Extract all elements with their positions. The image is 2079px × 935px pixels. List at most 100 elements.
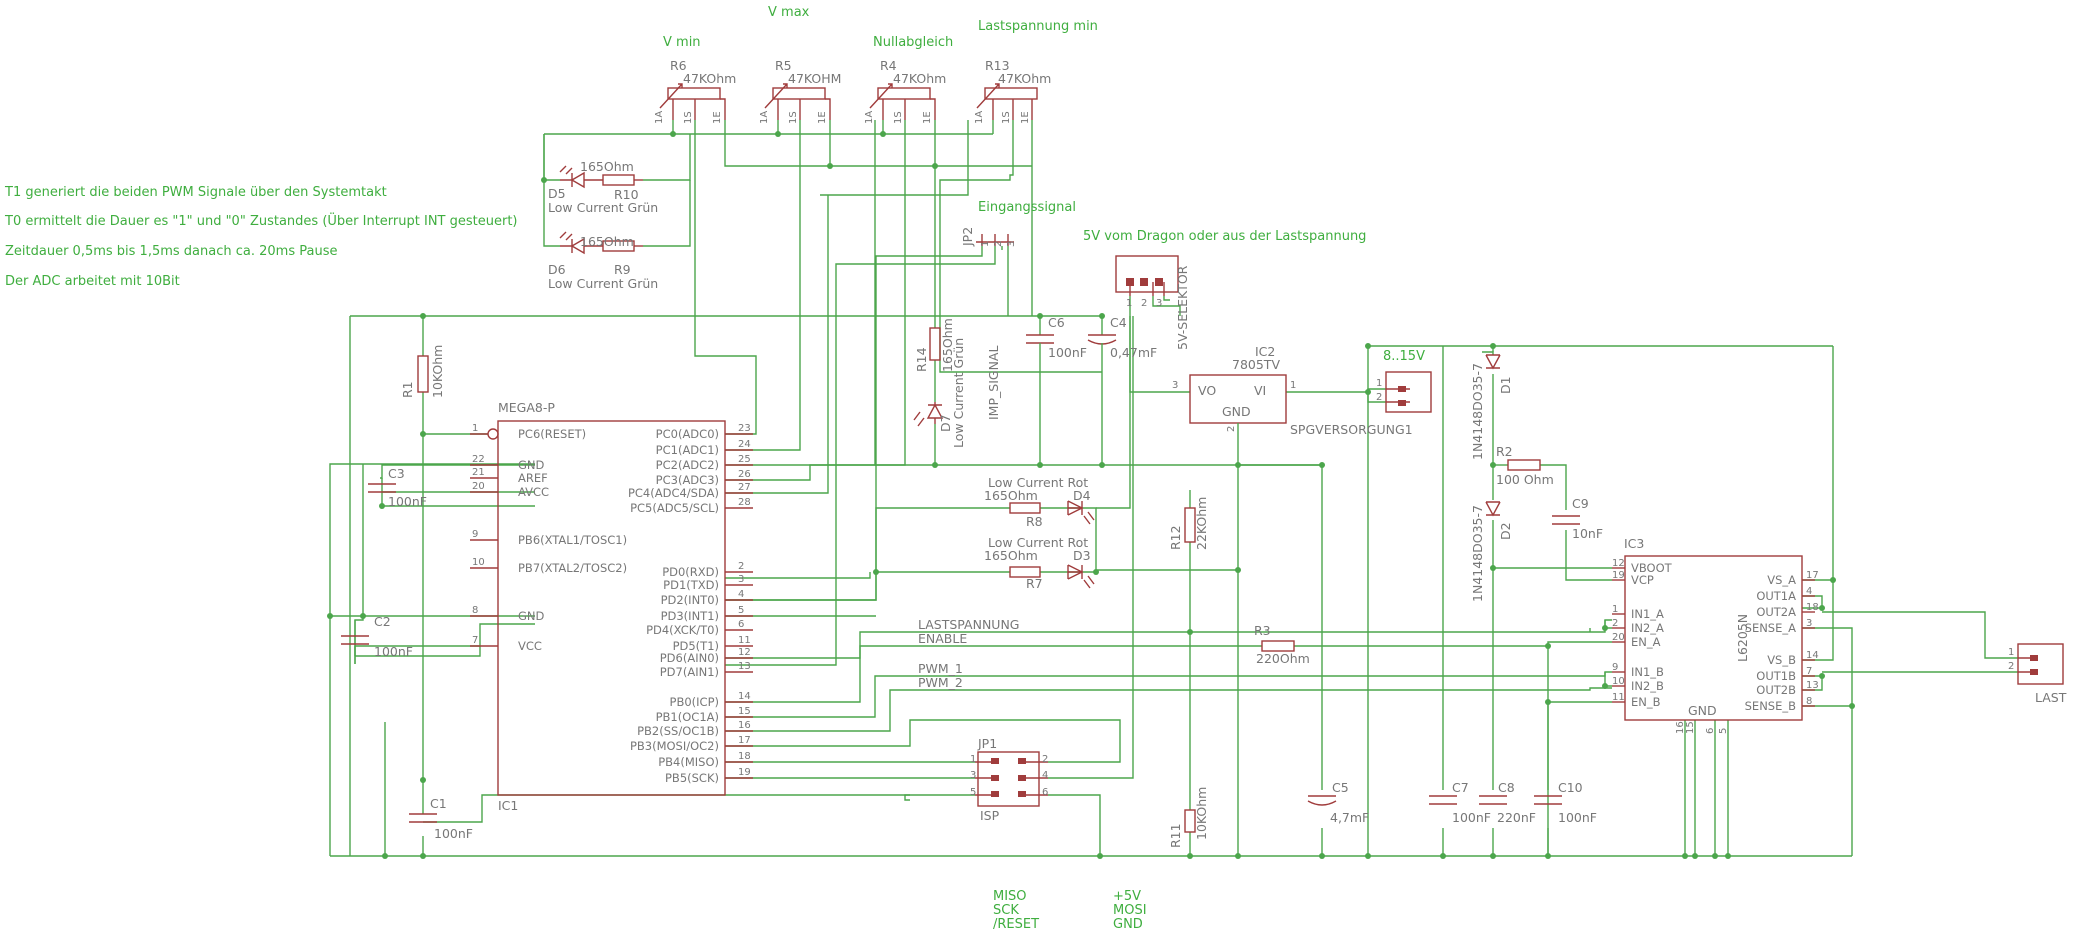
- svg-text:3: 3: [1156, 298, 1162, 309]
- diode-d1: 1N4148DO35-7 D1: [1470, 354, 1513, 460]
- jp2-name: JP2: [960, 227, 975, 247]
- note-duration: Zeitdauer 0,5ms bis 1,5ms danach ca. 20m…: [5, 244, 337, 259]
- label-selector-note: 5V vom Dragon oder aus der Lastspannung: [1083, 229, 1366, 244]
- c1-name: C1: [430, 796, 447, 811]
- ic1-pin-number: 17: [738, 735, 751, 746]
- ic1-pin-label: VCC: [518, 639, 542, 653]
- isp-gnd: GND: [1113, 917, 1143, 932]
- diode-d2: 1N4148DO35-7 D2: [1470, 501, 1513, 602]
- led-d3-r7: Low Current Rot 165Ohm R7 D3: [984, 535, 1095, 591]
- ic3-pin-number: 18: [1806, 602, 1819, 613]
- ic3-pin-number: 9: [1612, 662, 1618, 673]
- resistor-r1: R1 10KOhm: [400, 345, 445, 398]
- label-lastspannung-min: Lastspannung min: [978, 19, 1098, 34]
- svg-text:1S: 1S: [788, 111, 799, 124]
- resistor-r11: R11 10KOhm: [1168, 787, 1209, 848]
- d3-value: Low Current Rot: [988, 535, 1088, 550]
- ic1-right-pins: 23PC0(ADC0)24PC1(ADC1)25PC2(ADC2)26PC3(A…: [628, 423, 753, 785]
- ic1-pin-number: 26: [738, 469, 751, 480]
- c3-name: C3: [388, 466, 405, 481]
- isp-sck: SCK: [993, 903, 1019, 918]
- potentiometer-r5: R5 47KOHM 1A 1S 1E: [759, 58, 841, 124]
- r14-value: 165Ohm: [940, 318, 955, 372]
- svg-text:2: 2: [1141, 298, 1147, 309]
- ic1-pin-label: PB3(MOSI/OC2): [630, 739, 719, 753]
- ic3-pin-number: 11: [1612, 692, 1625, 703]
- junctions: [327, 131, 1855, 859]
- ic3-pin-number: 20: [1612, 632, 1625, 643]
- r7-name: R7: [1026, 576, 1043, 591]
- r8-value: 165Ohm: [984, 488, 1038, 503]
- ic3-pin-label: OUT1B: [1756, 669, 1796, 683]
- net-pwm2: PWM_2: [918, 675, 963, 690]
- ic1-pin-label: PB1(OC1A): [656, 710, 719, 724]
- svg-text:1S: 1S: [893, 111, 904, 124]
- d6-name: D6: [548, 262, 566, 277]
- ic3-pin-label: VCP: [1631, 573, 1654, 587]
- c9-value: 10nF: [1572, 526, 1603, 541]
- ic3-gnd-pin-number: 16: [1675, 721, 1686, 734]
- capacitor-c5: C5 4,7mF: [1307, 780, 1369, 825]
- d5-name: D5: [548, 186, 566, 201]
- ic3-pin-number: 3: [1806, 618, 1812, 629]
- svg-text:2: 2: [1042, 754, 1048, 765]
- ic3-pin-number: 13: [1806, 680, 1819, 691]
- ic3-pin-label: VS_B: [1767, 653, 1796, 667]
- r10-value: 165Ohm: [580, 159, 634, 174]
- ic3-gnd: GND: [1688, 703, 1717, 718]
- net-lastspannung: LASTSPANNUNG: [918, 617, 1019, 632]
- ic3-pin-label: SENSE_B: [1745, 699, 1796, 713]
- r6-value: 47KOhm: [683, 71, 736, 86]
- d4-name: D4: [1073, 488, 1091, 503]
- d2-value: 1N4148DO35-7: [1470, 505, 1485, 602]
- ic1-pin-number: 5: [738, 605, 744, 616]
- ic1-pin-label: PD5(T1): [673, 639, 719, 653]
- label-eingangssignal: Eingangssignal: [978, 200, 1076, 215]
- resistor-r3: R3 220Ohm: [1254, 623, 1310, 666]
- c5-name: C5: [1332, 780, 1349, 795]
- svg-text:6: 6: [1042, 787, 1048, 798]
- supply-name: SPGVERSORGUNG1: [1290, 422, 1413, 437]
- ic1-pin-label: PC6(RESET): [518, 427, 586, 441]
- ic1-pin-label: PC3(ADC3): [656, 473, 719, 487]
- ic1-pin-number: 11: [738, 635, 751, 646]
- ic3-pin-label: EN_A: [1631, 635, 1661, 649]
- ic1-pin-number: 6: [738, 619, 744, 630]
- net-pwm1: PWM_1: [918, 661, 963, 676]
- ic1-pin-number: 4: [738, 589, 744, 600]
- net-labels: LASTSPANNUNG ENABLE PWM_1 PWM_2: [918, 617, 1019, 690]
- ic3-gnd-pin-number: 6: [1705, 728, 1716, 734]
- r1-value: 10KOhm: [430, 345, 445, 398]
- r7-value: 165Ohm: [984, 548, 1038, 563]
- resistor-r12: R12 22KOhm: [1168, 497, 1209, 550]
- d2-name: D2: [1498, 522, 1513, 540]
- note-t0: T0 ermittelt die Dauer es "1" und "0" Zu…: [4, 212, 517, 229]
- r3-value: 220Ohm: [1256, 651, 1310, 666]
- ic3-gnd-pin-number: 15: [1685, 721, 1696, 734]
- ic1-pin-label: PD7(AIN1): [660, 665, 719, 679]
- c8-name: C8: [1498, 780, 1515, 795]
- svg-text:1A: 1A: [974, 111, 985, 124]
- ic1-pin-label: PB6(XTAL1/TOSC1): [518, 533, 627, 547]
- selector-name: 5V-SELEKTOR: [1175, 265, 1190, 350]
- ic1-pin-number: 16: [738, 720, 751, 731]
- svg-text:1: 1: [2008, 647, 2014, 658]
- r9-value: 165Ohm: [580, 234, 634, 249]
- r1-name: R1: [400, 381, 415, 398]
- ic1-pin-number: 10: [472, 557, 485, 568]
- ic1-pin-label: PC5(ADC5/SCL): [630, 501, 719, 515]
- wires: [329, 120, 2018, 857]
- r13-value: 47KOhm: [998, 71, 1051, 86]
- resistor-r14-led-d7: R14 165Ohm D7 Low Current Grün: [913, 318, 966, 448]
- svg-text:1: 1: [1376, 378, 1382, 389]
- r6-name: R6: [670, 58, 687, 73]
- last-name: LAST: [2035, 690, 2067, 705]
- ic1-pin-number: 27: [738, 482, 751, 493]
- ic3-pin-number: 12: [1612, 558, 1625, 569]
- ic1-pin-label: AREF: [518, 471, 548, 485]
- led-d4-r8: Low Current Rot 165Ohm R8 D4: [984, 475, 1095, 529]
- ic1-pin-number: 20: [472, 481, 485, 492]
- jumper-jp2: 1 2 3 JP2 IMP_SIGNAL: [960, 227, 1017, 420]
- r9-name: R9: [614, 262, 631, 277]
